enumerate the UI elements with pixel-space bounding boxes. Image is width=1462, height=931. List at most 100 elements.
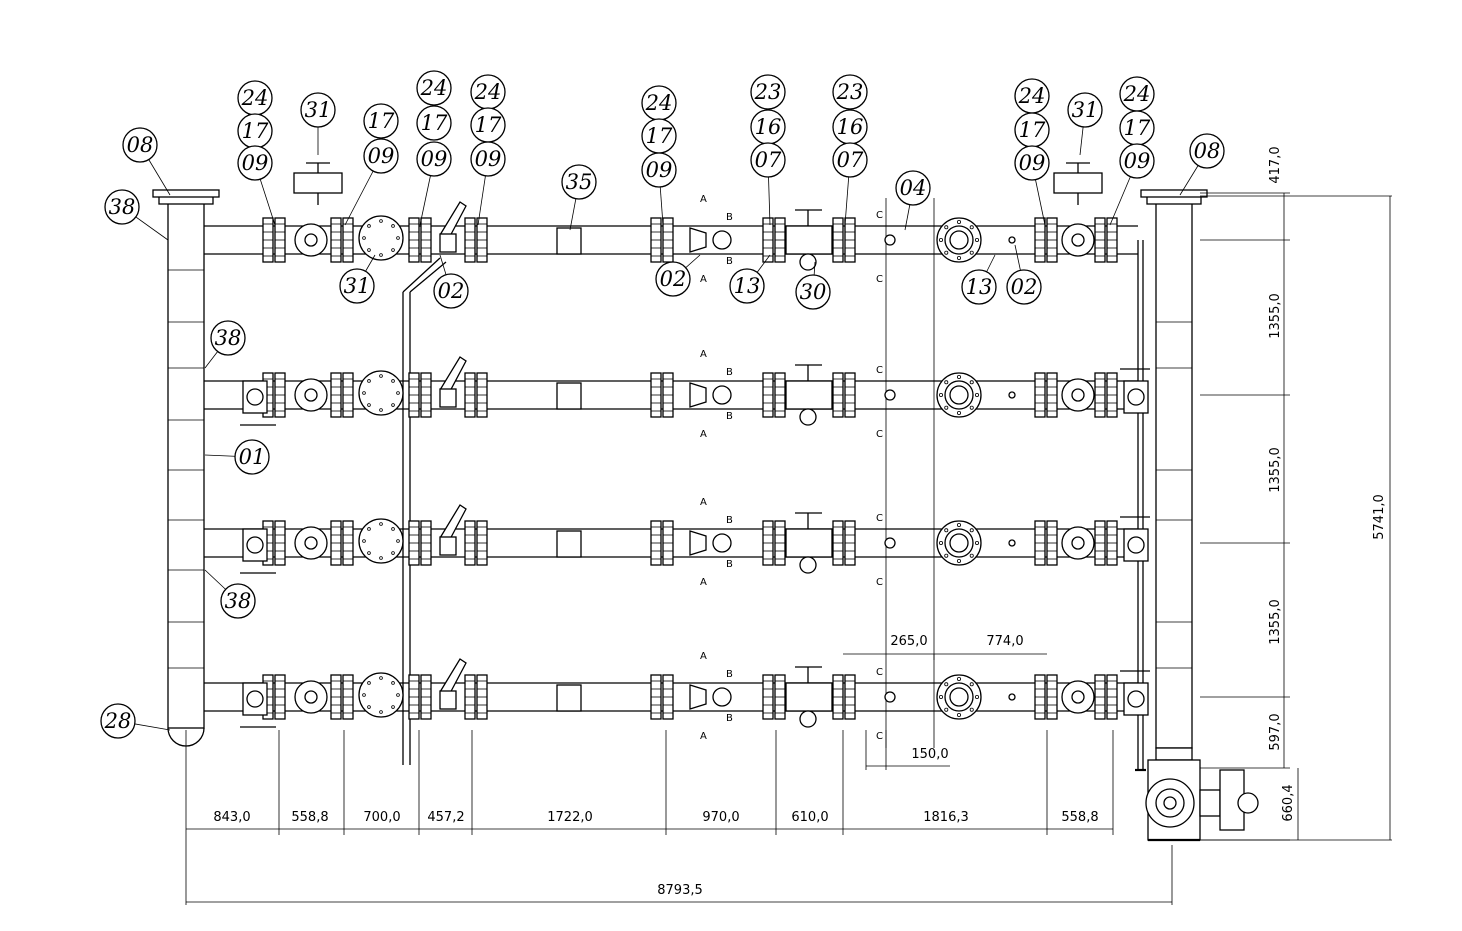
balloon-label: 09 (368, 144, 395, 168)
balloon-label: 07 (755, 148, 782, 172)
balloon-label: 09 (475, 147, 502, 171)
balloon-31: 31 (1067, 92, 1103, 156)
balloon-02: 02 (655, 254, 701, 297)
balloon-label: 24 (1018, 84, 1046, 108)
svg-text:B: B (726, 559, 733, 570)
balloon-label: 24 (241, 86, 269, 110)
svg-text:B: B (726, 411, 733, 422)
balloon-30: 30 (795, 261, 831, 310)
svg-text:A: A (700, 194, 707, 205)
svg-text:A: A (700, 731, 707, 742)
dim-overall-width: 8793,5 (657, 883, 703, 898)
svg-text:C: C (876, 667, 883, 678)
balloon-label: 35 (566, 170, 593, 194)
dim-right-2: 1355,0 (1268, 293, 1283, 339)
balloon-label: 17 (242, 119, 269, 143)
balloon-label: 02 (438, 279, 465, 303)
dim-overall-height: 5741,0 (1372, 494, 1387, 540)
balloon-08: 08 (122, 127, 171, 196)
balloon-label: 28 (104, 709, 132, 733)
balloon-09: 09 (470, 141, 506, 226)
balloon-label: 24 (645, 91, 673, 115)
balloon-02: 02 (1006, 244, 1042, 305)
actuator-top-2 (1053, 162, 1103, 205)
svg-text:C: C (876, 577, 883, 588)
collector-pipe (1135, 240, 1146, 772)
balloon-17: 17 (470, 107, 506, 143)
dim-bottom-8: 1816,3 (923, 810, 969, 825)
balloon-label: 23 (836, 80, 864, 104)
balloon-17: 17 (1119, 110, 1155, 146)
balloon-label: 09 (1124, 149, 1151, 173)
balloon-label: 24 (474, 80, 502, 104)
svg-text:B: B (726, 212, 733, 223)
svg-text:C: C (876, 731, 883, 742)
dim-bottom-4: 457,2 (427, 810, 464, 825)
balloon-31: 31 (339, 254, 376, 304)
balloon-16: 16 (750, 109, 786, 145)
balloon-label: 38 (109, 195, 136, 219)
balloon-label: 13 (734, 274, 761, 298)
balloon-17: 17 (237, 113, 273, 149)
actuator-lower-1 (240, 368, 1150, 426)
balloon-04: 04 (895, 170, 931, 231)
svg-text:C: C (876, 274, 883, 285)
svg-text:C: C (876, 513, 883, 524)
actuator-lower-3 (240, 670, 1150, 728)
dim-bottom-7: 610,0 (791, 810, 828, 825)
balloon-label: 08 (127, 133, 154, 157)
balloon-09: 09 (1014, 145, 1050, 226)
balloon-24: 24 (1119, 76, 1155, 112)
dim-detail-265: 265,0 (890, 634, 927, 649)
balloon-label: 01 (239, 445, 266, 469)
svg-text:A: A (700, 577, 707, 588)
balloon-24: 24 (470, 74, 506, 110)
balloon-35: 35 (561, 164, 597, 231)
dim-bottom-5: 1722,0 (547, 810, 593, 825)
dim-detail-774: 774,0 (986, 634, 1023, 649)
dim-bottom-3: 700,0 (363, 810, 400, 825)
dim-bottom-9: 558,8 (1061, 810, 1098, 825)
svg-text:A: A (700, 274, 707, 285)
svg-text:A: A (700, 349, 707, 360)
balloon-label: 17 (368, 109, 395, 133)
balloon-label: 38 (225, 589, 252, 613)
dim-right-3: 1355,0 (1268, 447, 1283, 493)
balloon-label: 09 (646, 158, 673, 182)
balloon-label: 13 (966, 275, 993, 299)
balloon-31: 31 (300, 92, 336, 155)
balloon-01: 01 (204, 439, 270, 475)
balloon-24: 24 (416, 70, 452, 106)
balloon-label: 31 (1072, 98, 1099, 122)
balloon-17: 17 (1014, 112, 1050, 148)
dim-right-5: 597,0 (1268, 713, 1283, 750)
svg-text:B: B (726, 515, 733, 526)
balloon-09: 09 (416, 141, 452, 226)
balloon-09: 09 (237, 145, 276, 226)
balloon-label: 30 (800, 280, 827, 304)
svg-text:C: C (876, 365, 883, 376)
balloon-24: 24 (237, 80, 273, 116)
balloon-38: 38 (204, 569, 256, 619)
balloon-label: 17 (1124, 116, 1151, 140)
balloon-label: 17 (1019, 118, 1046, 142)
balloon-label: 31 (344, 274, 371, 298)
pump-assembly (1145, 747, 1259, 842)
balloon-label: 16 (755, 115, 782, 139)
balloon-13: 13 (729, 254, 771, 304)
svg-text:B: B (726, 367, 733, 378)
balloon-38: 38 (104, 189, 169, 241)
right-header (1140, 189, 1208, 749)
svg-text:A: A (700, 651, 707, 662)
balloon-08: 08 (1179, 133, 1225, 196)
dim-bottom-6: 970,0 (702, 810, 739, 825)
balloon-02: 02 (433, 254, 469, 309)
balloon-label: 31 (305, 98, 332, 122)
balloon-13: 13 (961, 254, 997, 305)
balloon-09: 09 (1109, 143, 1155, 226)
balloon-38: 38 (204, 320, 246, 369)
balloon-label: 09 (1019, 151, 1046, 175)
